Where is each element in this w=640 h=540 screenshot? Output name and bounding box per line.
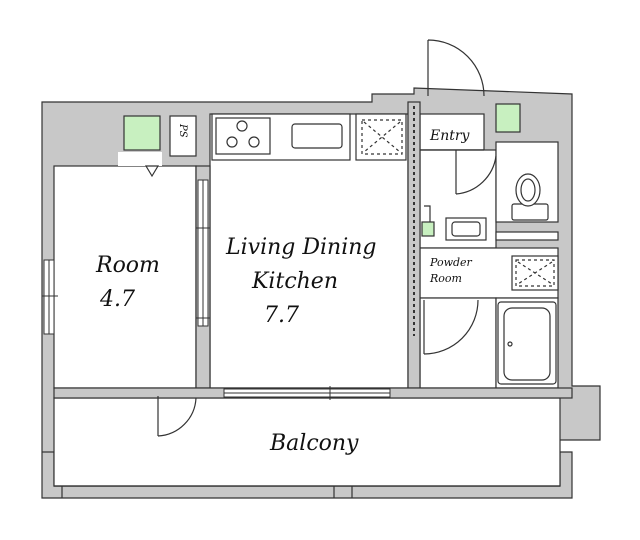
room-name: Room xyxy=(95,253,160,278)
toilet-icon xyxy=(511,173,549,221)
corridor-floor xyxy=(419,297,497,389)
faucet-icon xyxy=(424,205,431,222)
sink xyxy=(291,123,343,149)
powder-label-line2: Room xyxy=(429,272,462,285)
fridge-space xyxy=(355,113,407,161)
ldk-name-line1: Living Dining xyxy=(225,235,377,260)
room-closet xyxy=(123,115,161,151)
entry-door xyxy=(427,39,485,97)
balcony-floor xyxy=(53,397,561,487)
ps-label: PS xyxy=(177,123,188,138)
toilet-door xyxy=(455,150,497,195)
room-marker xyxy=(144,165,160,178)
windows xyxy=(42,106,415,400)
powder-fixtures xyxy=(445,217,559,291)
laundry-box xyxy=(421,221,435,237)
ldk-size: 7.7 xyxy=(264,303,299,328)
balcony-door xyxy=(157,396,197,437)
bathtub-icon xyxy=(497,301,557,385)
room-top-floor xyxy=(118,152,162,166)
green-boxes xyxy=(123,103,521,237)
doors xyxy=(157,39,497,437)
room-floor xyxy=(53,165,197,389)
powder-door xyxy=(423,299,479,355)
powder-label-line1: Powder xyxy=(429,256,473,269)
ps-shaft xyxy=(169,115,197,157)
ldk-name-line2: Kitchen xyxy=(251,269,338,294)
stove xyxy=(215,117,271,155)
balcony-label: Balcony xyxy=(269,431,359,456)
burner-icon xyxy=(226,120,260,148)
entry-floor xyxy=(419,113,485,151)
entry-box xyxy=(495,103,521,133)
entry-label: Entry xyxy=(429,128,471,144)
room-size: 4.7 xyxy=(99,287,135,312)
kitchen-counter xyxy=(211,113,407,161)
shelf xyxy=(495,231,559,241)
